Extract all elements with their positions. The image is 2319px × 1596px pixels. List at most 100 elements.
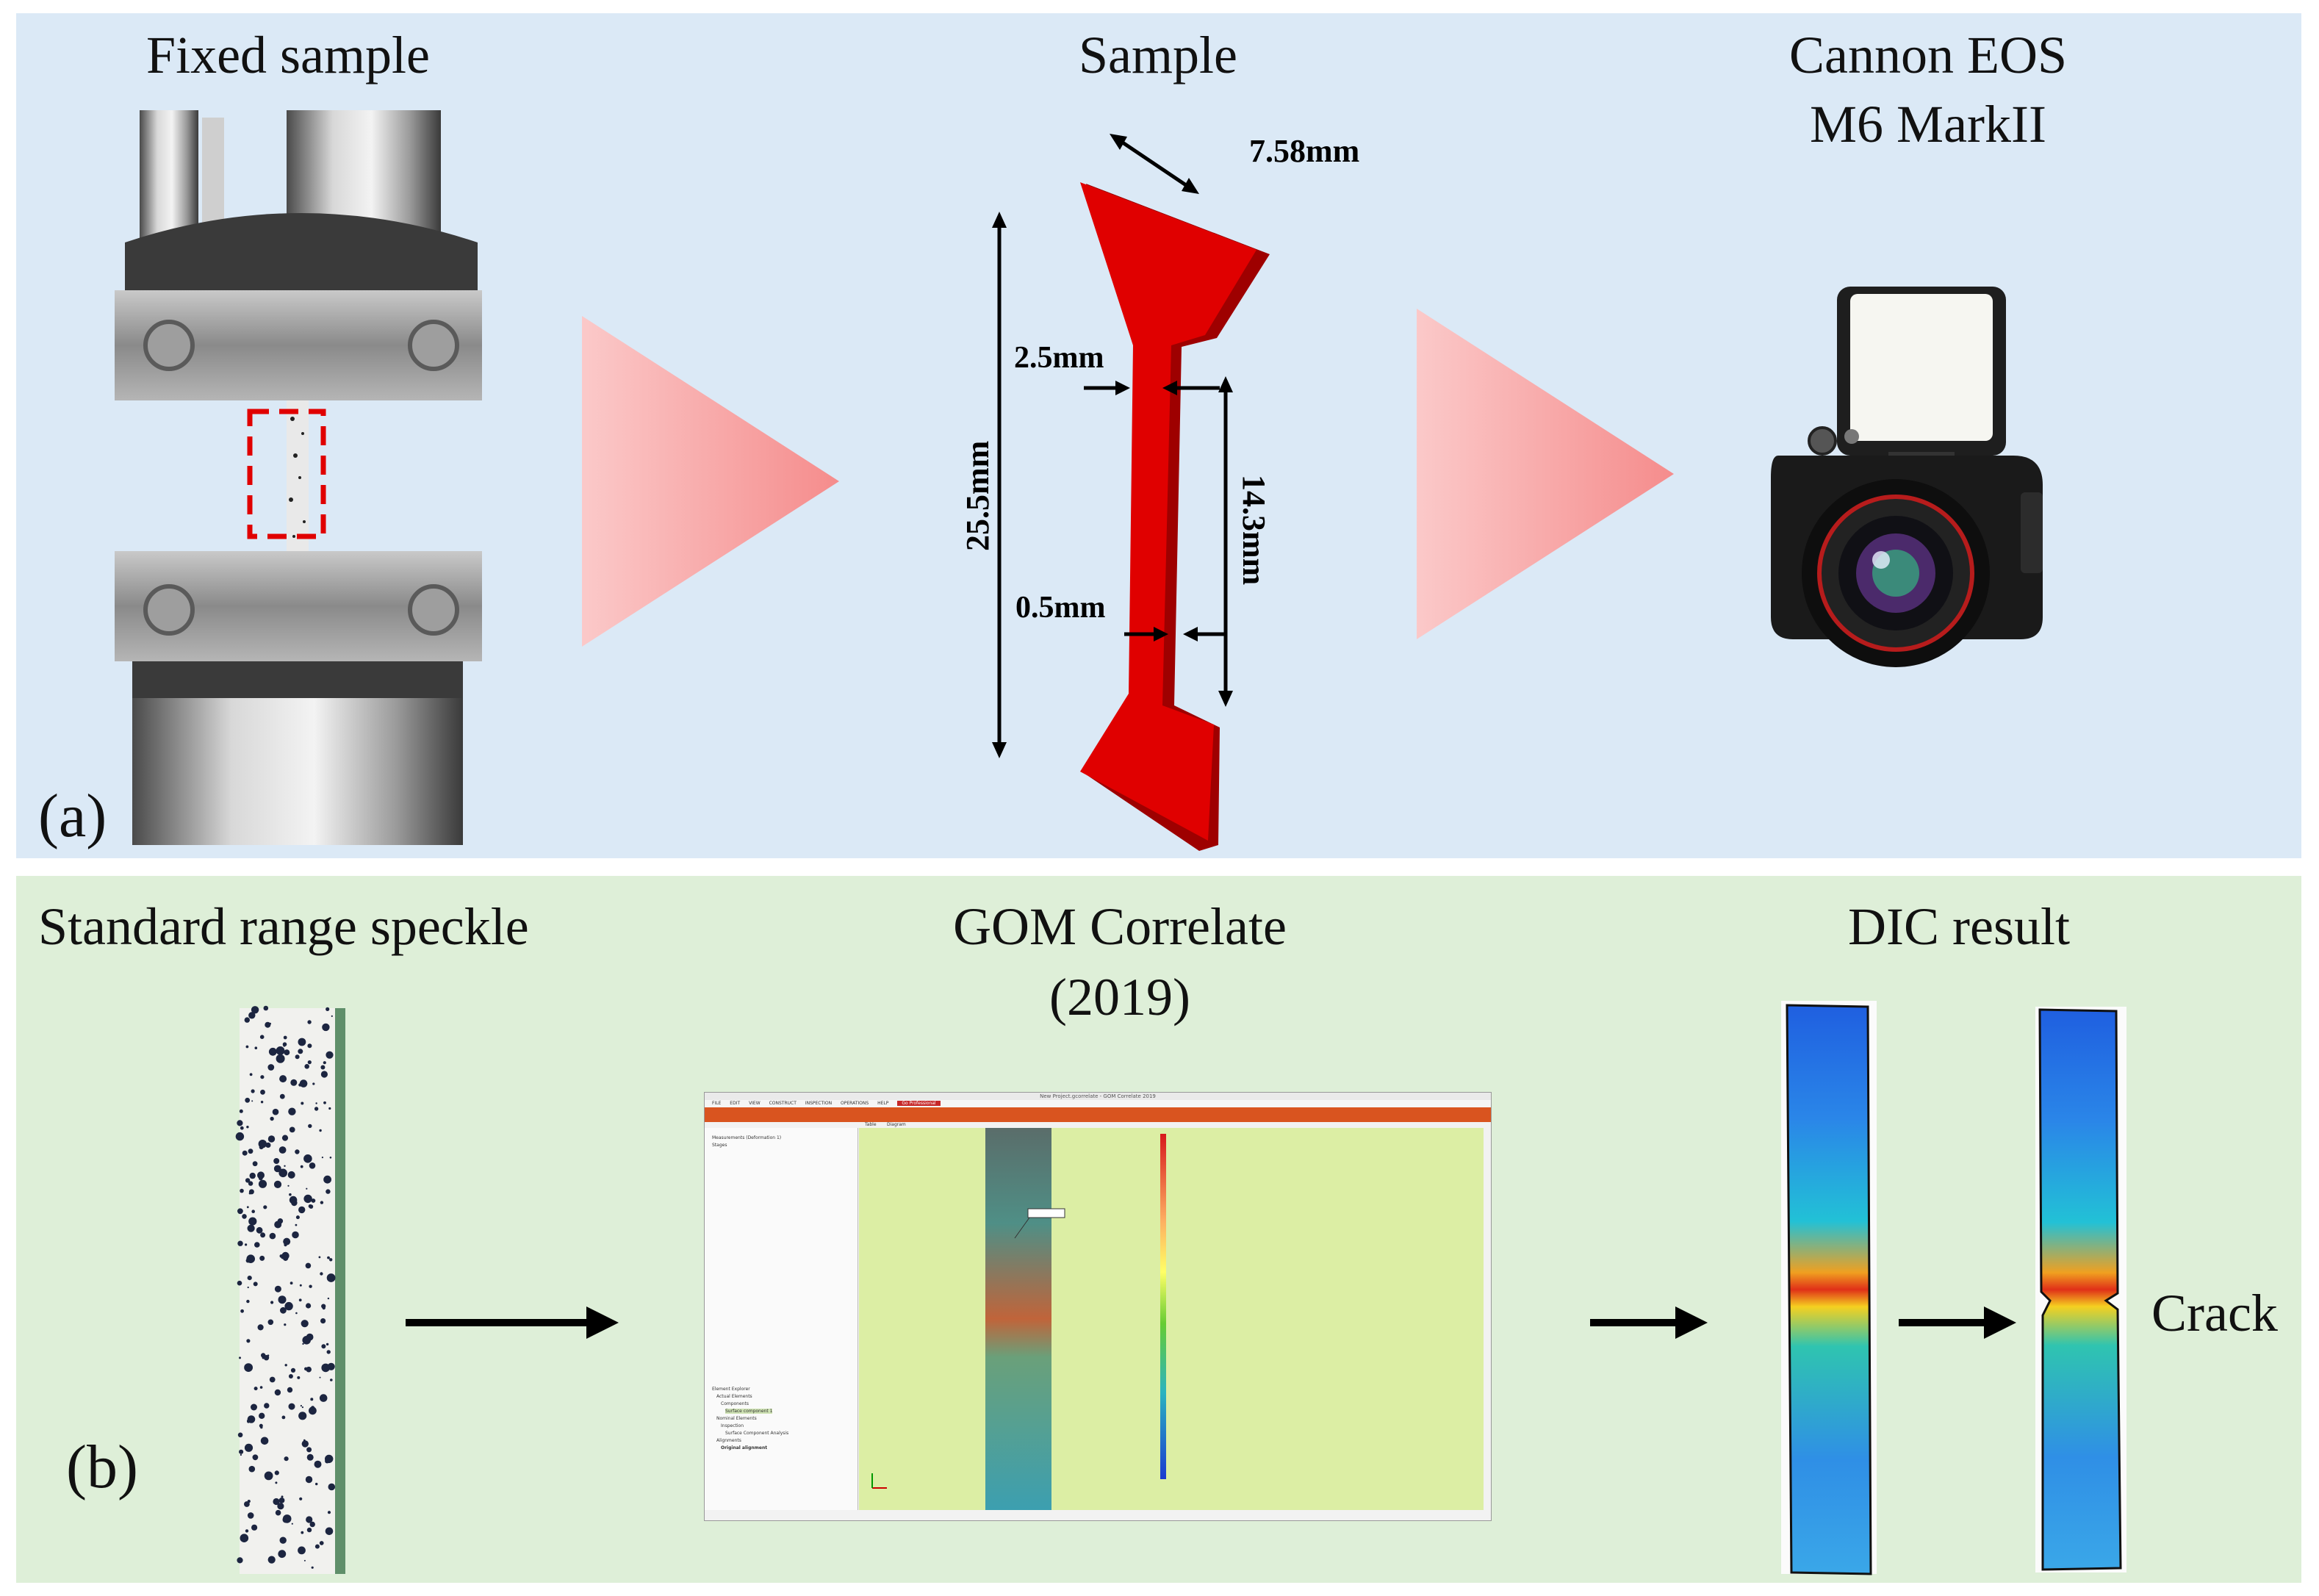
menu-inspection[interactable]: INSPECTION (805, 1101, 833, 1106)
panel-b-letter: (b) (66, 1433, 138, 1501)
tree-item[interactable]: Inspection (721, 1423, 744, 1428)
gom-title-line2: (2019) (1049, 968, 1190, 1027)
speckle-dot (248, 1149, 254, 1154)
speckle-dot (248, 1189, 254, 1195)
tree-item[interactable]: Alignments (716, 1438, 741, 1443)
tree-item[interactable]: Surface Component Analysis (725, 1431, 789, 1436)
dic-result-strip-2 (2035, 1007, 2126, 1572)
speckle-dot (267, 1319, 274, 1326)
speckle-dot (284, 1364, 287, 1367)
speckle-dot (326, 1007, 330, 1011)
tree-item[interactable]: Surface component 1 (725, 1409, 773, 1414)
speckle-dot (318, 1256, 321, 1259)
speckle-dot (331, 1015, 333, 1017)
speckle-dot (281, 1254, 285, 1259)
dim-thickness: 0.5mm (1015, 591, 1105, 625)
speckle-dot (307, 1020, 312, 1024)
speckle-dot (281, 1495, 284, 1498)
speckle-dot (320, 1071, 328, 1078)
speckle-dot (267, 1135, 276, 1143)
speckle-dot (245, 1178, 251, 1183)
menu-construct[interactable]: CONSTRUCT (769, 1101, 797, 1106)
speckle-dot (306, 1333, 314, 1341)
speckle-dot (303, 1559, 306, 1561)
tree-item[interactable]: Actual Elements (716, 1394, 752, 1399)
speckle-dot (300, 1405, 302, 1407)
speckle-dot (259, 1412, 265, 1419)
speckle-dot (309, 1406, 317, 1415)
tree-item[interactable]: Stages (712, 1143, 727, 1148)
speckle-dot (319, 1394, 328, 1402)
speckle-dot (254, 1046, 258, 1049)
speckle-dot (237, 1432, 243, 1438)
speckle-dot (326, 1342, 329, 1346)
tab-table[interactable]: Table (865, 1122, 877, 1127)
tree-item[interactable]: Element Explorer (712, 1387, 750, 1392)
speckle-dot (237, 1240, 243, 1246)
speckle-dot (274, 1221, 282, 1229)
speckle-dot (258, 1176, 263, 1181)
speckle-dot (239, 1109, 243, 1113)
speckle-dot (245, 1529, 249, 1533)
tree-item[interactable]: Original alignment (721, 1445, 768, 1451)
speckle-dot (301, 1101, 304, 1105)
speckle-dot (263, 1005, 269, 1011)
speckle-dot (246, 1419, 251, 1423)
menu-view[interactable]: VIEW (749, 1101, 761, 1106)
speckle-dot (308, 1204, 312, 1208)
speckle-dot (274, 1285, 281, 1293)
speckle-dot (246, 1126, 249, 1129)
speckle-dot (329, 1157, 332, 1159)
speckle-dot (256, 1226, 263, 1234)
speckle-dot (264, 1471, 273, 1481)
speckle-dot (326, 1273, 336, 1282)
speckle-dot (249, 1172, 256, 1179)
tree-item[interactable]: Nominal Elements (716, 1416, 757, 1421)
menu-operations[interactable]: OPERATIONS (841, 1101, 869, 1106)
speckle-dot (284, 1456, 289, 1462)
go-professional-button[interactable]: Go Professional (897, 1101, 941, 1106)
speckle-dot (251, 1209, 255, 1213)
speckle-dot (304, 1064, 309, 1069)
speckle-dot (295, 1215, 300, 1220)
speckle-dot (298, 1206, 306, 1214)
speckle-dot (262, 1356, 265, 1359)
speckle-dot (274, 1389, 281, 1396)
menu-help[interactable]: HELP (877, 1101, 889, 1106)
speckle-dot (260, 1075, 265, 1079)
speckle-dot (263, 1355, 270, 1361)
speckle-dot (329, 1258, 333, 1262)
tab-diagram[interactable]: Diagram (887, 1122, 906, 1127)
speckle-dot (273, 1498, 280, 1506)
speckle-dot (275, 1509, 281, 1516)
camera-title-line1: Cannon EOS (1789, 26, 2067, 85)
speckle-dot (301, 1320, 309, 1328)
speckle-dot (242, 1150, 248, 1156)
speckle-dot (248, 1181, 254, 1186)
tree-item[interactable]: Measurements (Deformation 1) (712, 1135, 782, 1140)
speckle-dot (259, 1145, 264, 1150)
speckle-dot (273, 1158, 280, 1164)
speckle-dot (323, 1175, 331, 1184)
speckle-dot (323, 1101, 326, 1104)
speckle-dot (251, 1403, 257, 1411)
speckle-dot (252, 1454, 259, 1461)
tree-item[interactable]: Components (721, 1401, 749, 1406)
speckle-dot (248, 1012, 256, 1019)
speckle-dot (290, 1367, 296, 1373)
speckle-dot (235, 1132, 245, 1141)
speckle-dot (287, 1387, 293, 1393)
speckle-dot (242, 1214, 247, 1219)
speckle-dot (239, 1449, 244, 1454)
sample-drawing: 7.58mm 2.5mm 0.5mm 25.5mm 14.3mm (960, 133, 1359, 851)
speckle-dot (237, 1120, 243, 1126)
menu-file[interactable]: FILE (712, 1101, 722, 1106)
speckle-dot (309, 1284, 312, 1288)
speckle-dot (269, 1022, 271, 1025)
speckle-dot (322, 1023, 330, 1032)
speckle-dot (301, 1406, 303, 1409)
menu-edit[interactable]: EDIT (730, 1101, 741, 1106)
speckle-dot (278, 1498, 285, 1503)
speckle-dot (277, 1503, 284, 1510)
speckle-dot (306, 1187, 308, 1190)
